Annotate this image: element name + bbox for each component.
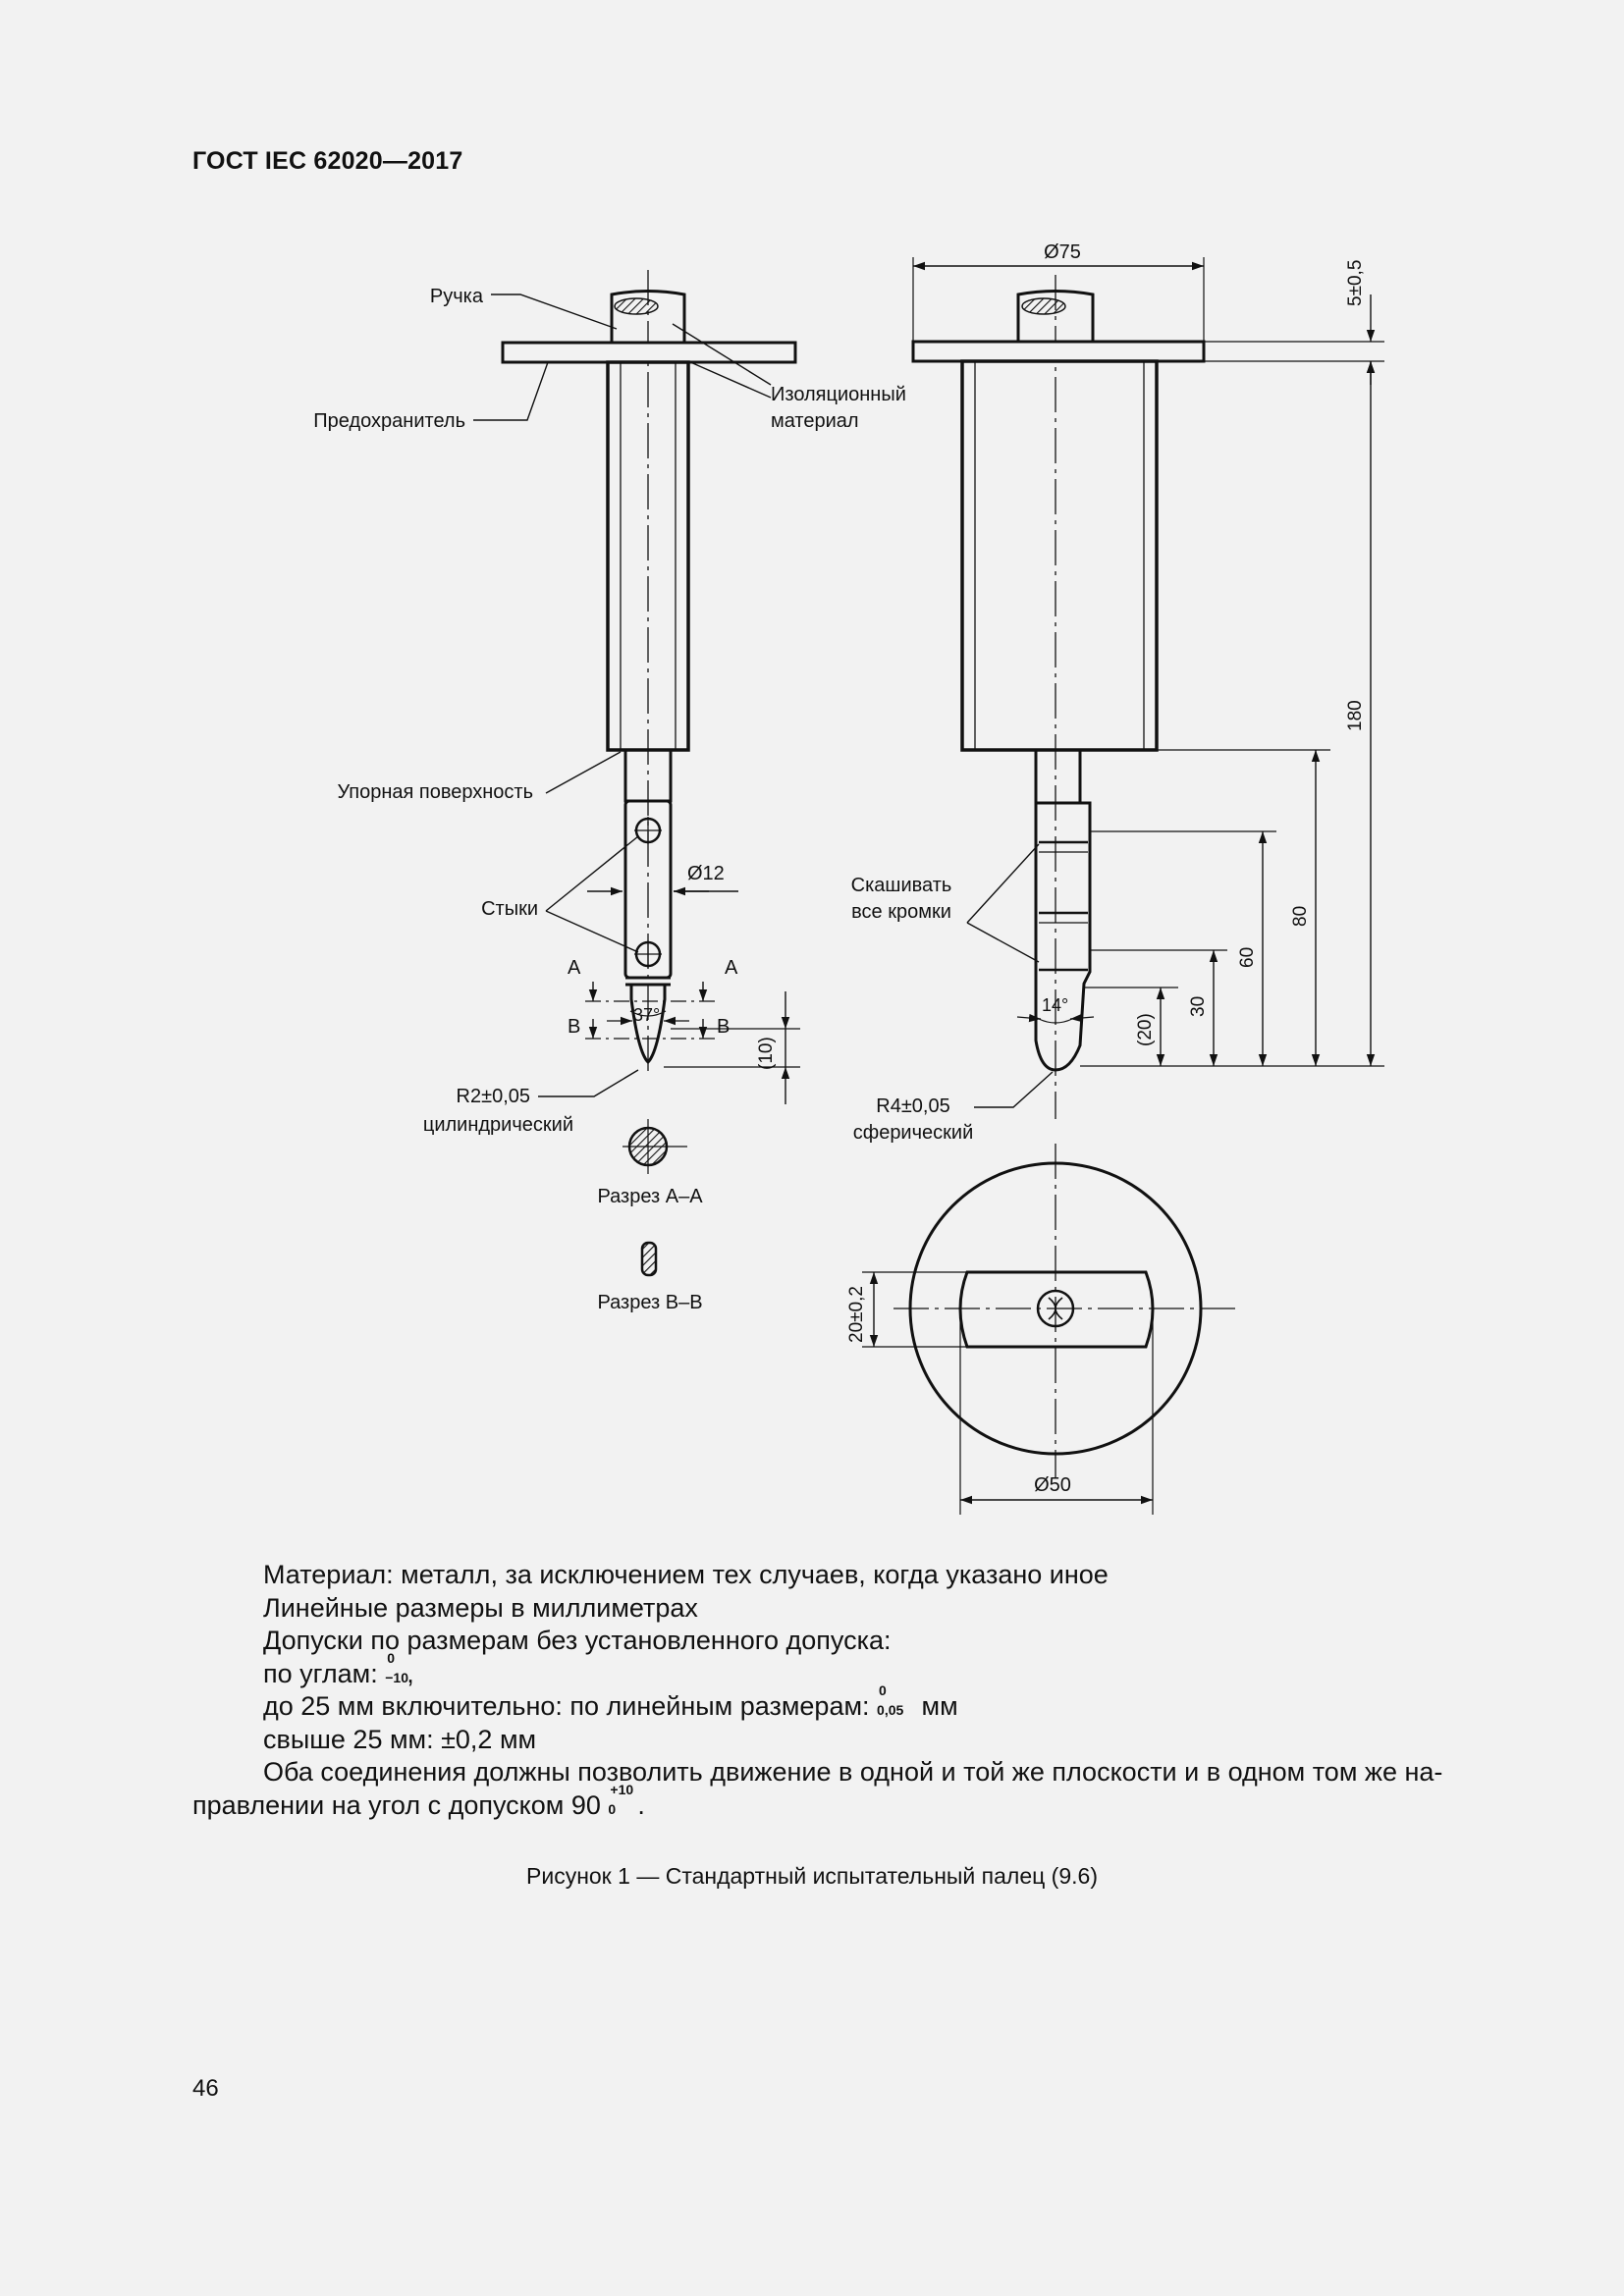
label-chamfer-2: все кромки [851,901,951,923]
label-section-bb: Разрез В–В [597,1292,702,1313]
label-r2-sub: цилиндрический [423,1114,573,1136]
section-a-left: A [568,957,581,979]
label-insulating-2: материал [771,410,859,432]
test-finger-drawing: Ручка Предохранитель Изоляционный матери… [313,241,1384,1515]
label-chamfer-1: Скашивать [851,875,952,896]
left-view [473,270,800,1277]
section-b-right: B [717,1016,730,1038]
note-units: Линейные размеры в миллиметрах [263,1592,698,1623]
dim-t5: 5±0,5 [1345,260,1366,306]
section-b-left: B [568,1016,580,1038]
right-view-labels: Ø75 5±0,5 180 80 60 30 (20) 14° Скашиват… [846,241,1366,1496]
label-joints: Стыки [481,898,538,920]
dim-10: (10) [756,1037,777,1070]
left-view-labels: Ручка Предохранитель Изоляционный матери… [313,286,906,1313]
label-section-aa: Разрез А–А [597,1186,703,1207]
label-guard: Предохранитель [313,410,465,432]
dim-20-width: 20±0,2 [846,1286,867,1343]
dim-180: 180 [1345,700,1366,731]
dim-20: (20) [1135,1013,1156,1046]
document-header: ГОСТ IEC 62020—2017 [192,147,463,175]
dim-d75: Ø75 [1044,241,1081,263]
dim-60: 60 [1237,947,1258,968]
label-stop-face: Упорная поверхность [337,781,533,803]
dim-d50: Ø50 [1034,1474,1071,1496]
note-material: Материал: металл, за исключением тех слу… [263,1560,1109,1589]
figure-notes: Материал: металл, за исключением тех слу… [192,1559,1508,1822]
angle-14: 14° [1042,995,1068,1015]
dim-d12: Ø12 [687,863,725,884]
section-a-right: A [725,957,738,979]
label-handle: Ручка [430,286,484,307]
figure-caption: Рисунок 1 — Стандартный испытательный па… [526,1863,1098,1889]
dim-30: 30 [1188,996,1209,1017]
note-angles: по углам: 0−10, [192,1649,1508,1691]
dim-80: 80 [1290,906,1311,927]
angle-37: 37° [633,1005,660,1025]
label-r4: R4±0,05 [876,1095,949,1117]
label-insulating-1: Изоляционный [771,384,906,405]
page-number: 46 [192,2075,219,2102]
label-r4-sub: сферический [853,1122,974,1144]
note-linear-25: до 25 мм включительно: по линейным разме… [263,1682,958,1721]
right-view [862,257,1384,1515]
note-tolerances: Допуски по размерам без установленного д… [263,1626,892,1655]
label-r2: R2±0,05 [457,1086,530,1107]
note-linear-over-25: свыше 25 мм: ±0,2 мм [263,1724,537,1754]
note-joints-p1: Оба соединения должны позволить движение… [263,1757,1443,1787]
tolerance-angles: 0−10 [385,1649,408,1685]
